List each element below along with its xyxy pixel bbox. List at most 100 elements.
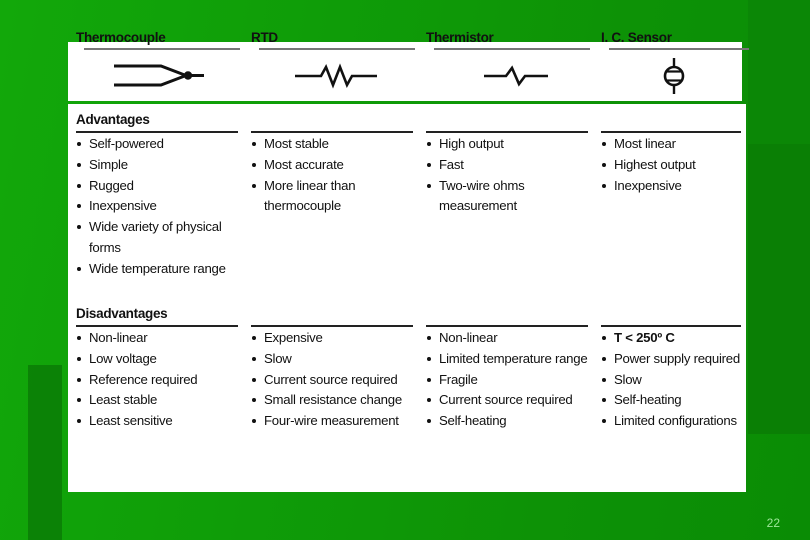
list-item: Highest output	[601, 155, 751, 176]
list-item: Power supply required	[601, 349, 751, 370]
disadvantages-rule-col3	[426, 325, 588, 327]
bullet-icon	[77, 266, 81, 271]
bullet-icon	[602, 142, 606, 146]
bullet-icon	[252, 356, 256, 361]
bullet-icon	[252, 419, 256, 424]
bullet-icon	[427, 162, 431, 167]
background-band-right-upper	[748, 0, 810, 144]
bullet-icon	[77, 204, 81, 209]
page-number: 22	[766, 516, 780, 530]
list-item: Reference required	[76, 370, 248, 391]
bullet-icon	[252, 398, 256, 403]
bullet-icon	[252, 142, 256, 146]
list-item: Wide temperature range	[76, 259, 246, 280]
bullet-icon	[77, 142, 81, 146]
list-item: Inexpensive	[601, 176, 751, 197]
list-item: Rugged	[76, 176, 246, 197]
list-item: Least sensitive	[76, 411, 248, 432]
list-item: High output	[426, 134, 604, 155]
bullet-icon	[427, 336, 431, 340]
bullet-icon	[427, 142, 431, 146]
list-item: Inexpensive	[76, 196, 246, 217]
advantages-rule-col4	[601, 131, 741, 133]
disadvantages-rule-col2	[251, 325, 413, 327]
bullet-icon	[252, 377, 256, 382]
advantages-heading: Advantages	[76, 112, 150, 127]
list-item: Limited configurations	[601, 411, 751, 432]
bullet-icon	[427, 419, 431, 424]
bullet-icon	[602, 377, 606, 382]
header-rule	[434, 48, 590, 50]
resistor-icon	[251, 56, 421, 96]
disadvantages-rule-col1	[76, 325, 238, 327]
bullet-icon	[252, 183, 256, 188]
bullet-icon	[427, 183, 431, 188]
bullet-icon	[77, 162, 81, 167]
bullet-icon	[602, 162, 606, 167]
list-item: Most accurate	[251, 155, 421, 176]
bullet-icon	[77, 225, 81, 230]
column-header-label: I. C. Sensor	[601, 30, 672, 45]
symbol-header-panel: Thermocouple RTD Thermi	[68, 30, 749, 101]
list-item: Simple	[76, 155, 246, 176]
bullet-icon	[427, 356, 431, 361]
bullet-icon	[427, 398, 431, 403]
bullet-icon	[252, 162, 256, 167]
bullet-icon	[77, 377, 81, 382]
list-item: Low voltage	[76, 349, 248, 370]
list-item: Non-linear	[426, 328, 604, 349]
disadvantages-heading: Disadvantages	[76, 306, 168, 321]
list-item: Self-heating	[601, 390, 751, 411]
column-header-label: RTD	[251, 30, 278, 45]
list-item: T < 250º C	[601, 328, 751, 349]
list-item: Two-wire ohms measurement	[426, 176, 604, 218]
list-item: Current source required	[251, 370, 421, 391]
list-item: Four-wire measurement	[251, 411, 421, 432]
bullet-icon	[77, 336, 81, 340]
header-rule	[84, 48, 240, 50]
header-rule	[609, 48, 749, 50]
list-item: Fast	[426, 155, 604, 176]
column-header-label: Thermocouple	[76, 30, 166, 45]
bullet-icon	[602, 419, 606, 424]
advantages-rule-col2	[251, 131, 413, 133]
list-item: Most stable	[251, 134, 421, 155]
list-item: Slow	[601, 370, 751, 391]
list-item: Non-linear	[76, 328, 248, 349]
thermistor-icon	[426, 56, 604, 96]
bullet-icon	[77, 398, 81, 403]
list-item: Self-powered	[76, 134, 246, 155]
background-band-left	[28, 365, 62, 540]
advantages-rule-col3	[426, 131, 588, 133]
list-item: Most linear	[601, 134, 751, 155]
list-item: Slow	[251, 349, 421, 370]
list-item: Small resistance change	[251, 390, 421, 411]
list-item: Least stable	[76, 390, 248, 411]
ic-sensor-icon	[601, 56, 746, 96]
list-item: Fragile	[426, 370, 604, 391]
bullet-icon	[77, 356, 81, 361]
column-header-label: Thermistor	[426, 30, 494, 45]
list-item: Limited temperature range	[426, 349, 604, 370]
bullet-icon	[77, 419, 81, 424]
bullet-icon	[602, 183, 606, 188]
thermocouple-junction-icon	[76, 56, 246, 96]
bullet-icon	[602, 398, 606, 403]
bullet-icon	[602, 336, 606, 340]
bullet-icon	[252, 336, 256, 340]
disadvantages-rule-col4	[601, 325, 741, 327]
list-item: More linear than thermocouple	[251, 176, 421, 218]
bullet-icon	[602, 356, 606, 361]
list-item: Current source required	[426, 390, 604, 411]
list-item: Wide variety of physical forms	[76, 217, 246, 259]
